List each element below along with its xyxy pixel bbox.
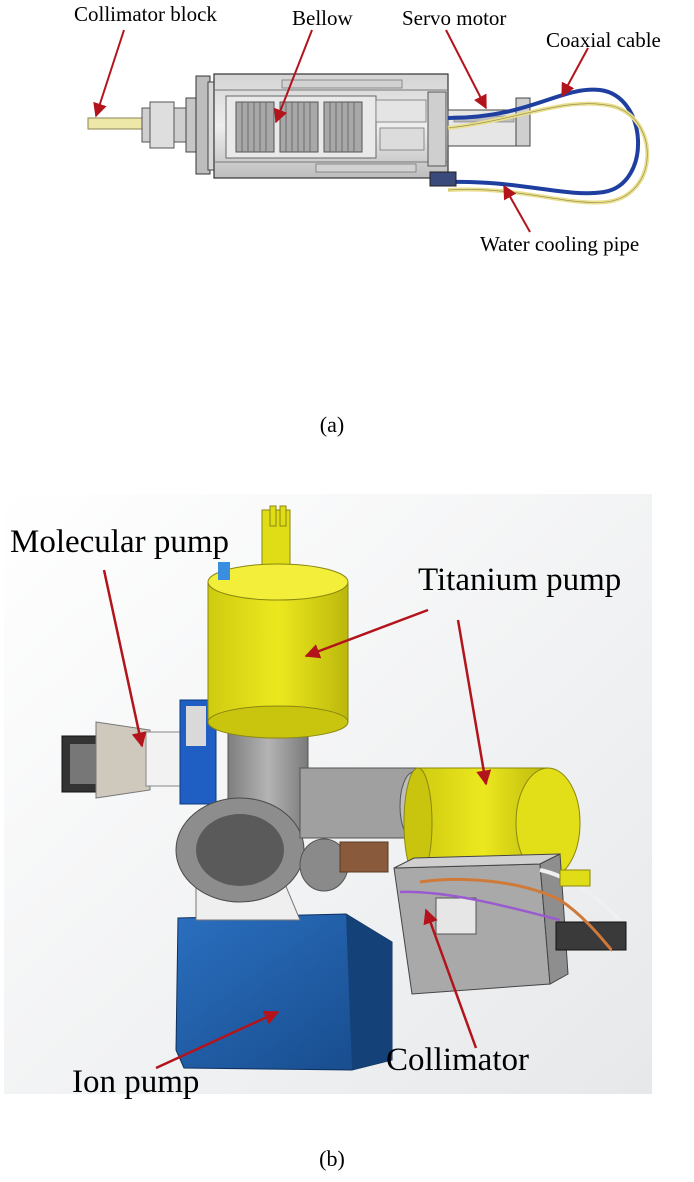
label-water-cooling-pipe: Water cooling pipe (480, 232, 640, 256)
caption-b: (b) (319, 1146, 345, 1171)
caption-a: (a) (319, 412, 345, 437)
panel-a: Collimator block Bellow Servo motor Coax… (0, 0, 694, 400)
label-bellow: Bellow (292, 6, 353, 30)
vacuum-chamber-render (4, 494, 652, 1094)
collimator-assembly-drawing (87, 29, 650, 233)
coaxial-cable (447, 87, 640, 196)
bellow (235, 101, 363, 153)
label-molecular-pump: Molecular pump (10, 524, 230, 560)
label-ion-pump: Ion pump (72, 1064, 200, 1100)
label-servo-motor: Servo motor (402, 6, 507, 30)
panel-b: Molecular pump Titanium pump Collimator … (0, 480, 694, 1120)
label-titanium-pump: Titanium pump (418, 562, 622, 598)
label-collimator-block: Collimator block (74, 2, 217, 26)
collimator-rod (87, 117, 147, 130)
label-coaxial-cable: Coaxial cable (546, 28, 661, 52)
collimator (393, 853, 627, 995)
label-collimator: Collimator (386, 1042, 529, 1078)
titanium-pump-top (207, 505, 349, 739)
